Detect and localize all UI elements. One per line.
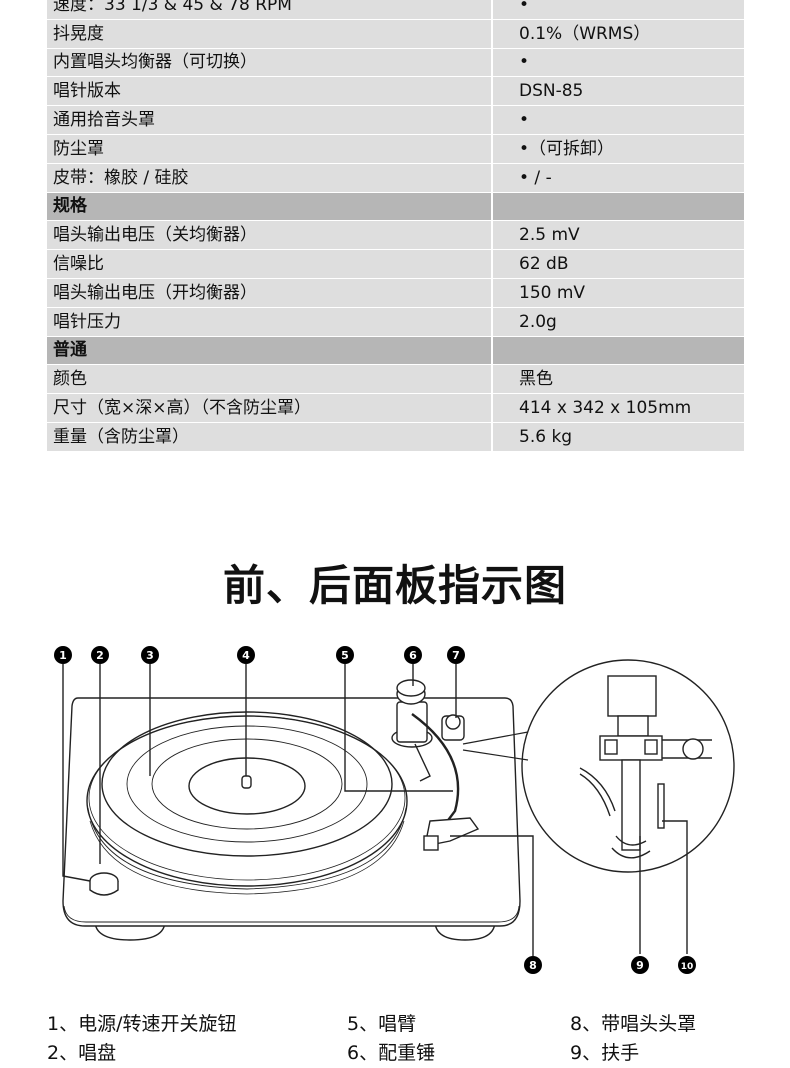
spec-section-row: 规格: [47, 192, 744, 222]
spec-row: 皮带：橡胶 / 硅胶• / -: [47, 163, 744, 193]
spec-row: 尺寸（宽×深×高）（不含防尘罩） 414 x 342 x 105mm: [47, 393, 744, 423]
legend-column-1: 1、电源/转速开关旋钮 2、唱盘: [47, 1010, 237, 1068]
spec-label: 皮带：橡胶 / 硅胶: [47, 163, 493, 193]
svg-text:1: 1: [59, 649, 67, 662]
spec-label: 防尘罩: [47, 134, 493, 164]
spec-label: 重量（含防尘罩）: [47, 422, 493, 452]
tonearm: [411, 713, 460, 832]
callout-7: 7: [447, 646, 465, 664]
legend-column-2: 5、唱臂 6、配重锤: [347, 1010, 435, 1068]
callout-2: 2: [91, 646, 109, 664]
spec-value: 黑色: [492, 364, 744, 395]
arm-rest: [414, 743, 431, 782]
parts-legend: 1、电源/转速开关旋钮 2、唱盘 5、唱臂 6、配重锤 8、带唱头头罩 9、扶手: [0, 1010, 790, 1064]
spec-label: 颜色: [47, 364, 493, 395]
spec-label: 抖晃度: [47, 19, 493, 49]
spec-value: DSN-85: [492, 76, 744, 107]
callout-markers: 1 2 3 4 5 6 7 8 9 10: [54, 646, 696, 974]
spec-value: 2.0g: [492, 307, 744, 337]
spec-value: •: [492, 0, 744, 20]
svg-text:9: 9: [636, 959, 644, 972]
spec-value: •（可拆卸）: [492, 134, 744, 164]
spec-value: 5.6 kg: [492, 422, 744, 452]
spec-label: 唱头输出电压（开均衡器）: [47, 278, 493, 308]
spec-label: 唱头输出电压（关均衡器）: [47, 220, 493, 251]
legend-item: 8、带唱头头罩: [570, 1013, 697, 1035]
spec-row: 防尘罩•（可拆卸）: [47, 134, 744, 164]
panel-title: 前、后面板指示图: [222, 561, 567, 610]
svg-text:6: 6: [409, 649, 417, 662]
legend-item: 9、扶手: [570, 1042, 640, 1064]
svg-text:2: 2: [96, 649, 104, 662]
spec-row: 内置唱头均衡器（可切换）•: [47, 48, 744, 78]
svg-text:7: 7: [452, 649, 460, 662]
callout-1: 1: [54, 646, 72, 664]
spec-label: 唱针压力: [47, 307, 493, 337]
spec-value: 414 x 342 x 105mm: [492, 393, 744, 423]
spec-label: 唱针版本: [47, 76, 493, 107]
legend-item: 2、唱盘: [47, 1042, 117, 1064]
spec-label: 速度：33 1/3 & 45 & 78 RPM: [47, 0, 493, 20]
spec-value: [492, 192, 744, 222]
spec-value: 2.5 mV: [492, 220, 744, 251]
legend-item: 1、电源/转速开关旋钮: [47, 1013, 237, 1035]
spec-row: 通用拾音头罩•: [47, 105, 744, 135]
cue-lever: [445, 714, 461, 730]
spec-value: 0.1%（WRMS）: [492, 19, 744, 49]
plinth: [62, 697, 521, 927]
spec-section-row: 普通: [47, 336, 744, 366]
spec-value: •: [492, 105, 744, 135]
callout-5: 5: [336, 646, 354, 664]
legend-item: 5、唱臂: [347, 1013, 417, 1035]
spec-section-label: 规格: [47, 192, 493, 222]
spec-row: 唱头输出电压（关均衡器）2.5 mV: [47, 220, 744, 251]
spec-value: • / -: [492, 163, 744, 193]
spec-section-label: 普通: [47, 336, 493, 366]
legend-item: 6、配重锤: [347, 1042, 436, 1064]
svg-text:5: 5: [341, 649, 349, 662]
spec-label: 信噪比: [47, 249, 493, 279]
platter-mat: [101, 711, 393, 857]
svg-text:10: 10: [681, 962, 694, 972]
svg-text:4: 4: [242, 649, 250, 662]
turntable-diagram: 1 2 3 4 5 6 7 8 9 10: [54, 646, 735, 974]
spec-value: 62 dB: [492, 249, 744, 279]
callout-10: 10: [678, 956, 696, 974]
svg-text:8: 8: [529, 959, 537, 972]
spec-label: 尺寸（宽×深×高）（不含防尘罩）: [47, 393, 493, 423]
spec-value: 150 mV: [492, 278, 744, 308]
callout-4: 4: [237, 646, 255, 664]
legend-column-3: 8、带唱头头罩 9、扶手: [570, 1010, 696, 1068]
spec-row: 颜色黑色: [47, 364, 744, 395]
svg-text:3: 3: [146, 649, 154, 662]
spec-value: [492, 336, 744, 366]
callout-6: 6: [404, 646, 422, 664]
spec-row: 重量（含防尘罩）5.6 kg: [47, 422, 744, 452]
callout-3: 3: [141, 646, 159, 664]
spec-row: 唱头输出电压（开均衡器）150 mV: [47, 278, 744, 308]
callout-8: 8: [524, 956, 542, 974]
callout-9: 9: [631, 956, 649, 974]
spec-value: •: [492, 48, 744, 78]
spec-label: 内置唱头均衡器（可切换）: [47, 48, 493, 78]
spindle: [241, 775, 252, 789]
spec-row: 速度：33 1/3 & 45 & 78 RPM•: [47, 0, 744, 20]
spec-label: 通用拾音头罩: [47, 105, 493, 135]
